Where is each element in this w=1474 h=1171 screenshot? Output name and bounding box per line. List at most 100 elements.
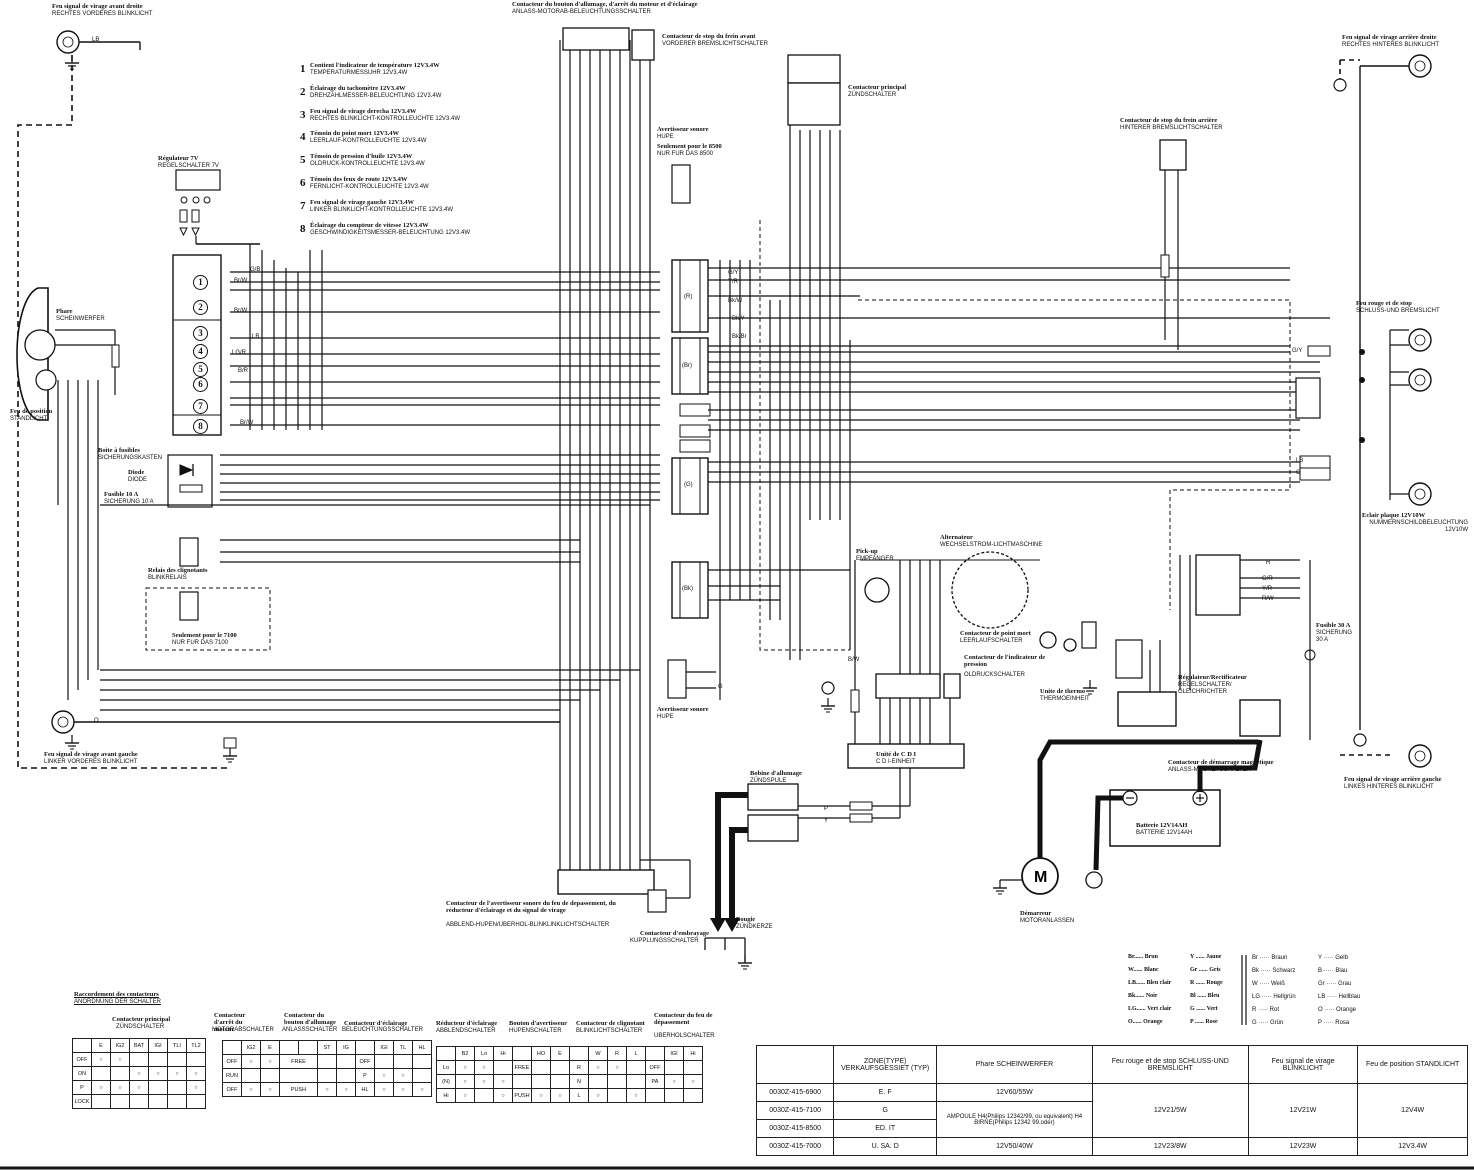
text-label: Feu de position STANDLICHT	[1357, 1045, 1468, 1084]
wire-label: LB	[1296, 458, 1304, 464]
instrument-num: 3	[300, 109, 306, 121]
regulator-7v	[175, 169, 221, 191]
text-label: IG	[336, 1040, 356, 1055]
text-label: G	[1190, 1006, 1195, 1012]
turn-fr-label-fr: Feu signal de virage avant droite	[52, 3, 143, 10]
text-label: Vert	[1206, 1006, 1218, 1012]
oil-label-fr: Contacteur de l'indicateur de pression	[964, 654, 1046, 668]
text-label: U. SA. D	[833, 1137, 938, 1156]
horn-lower	[667, 659, 687, 699]
headlight-label-fr: Phare	[56, 308, 73, 315]
diode-label-fr: Diode	[128, 469, 145, 476]
text-label: LOCK	[72, 1094, 92, 1109]
text-label: 0030Z-415-6900	[755, 1083, 835, 1102]
flasher-relay	[179, 537, 199, 567]
wire-label: P	[824, 806, 829, 812]
text-label: L	[569, 1088, 589, 1103]
horn-top-label-de: HUPE	[657, 134, 674, 140]
text-label: FREE	[512, 1060, 532, 1075]
text-label: Hi	[493, 1046, 513, 1061]
text-label: R	[1252, 1007, 1257, 1013]
bulb-spec-table: ZONE(TYPE) VERKAUFSGESSIET (TYP) Phare S…	[755, 1045, 1468, 1156]
text-label: PUSH	[279, 1082, 318, 1097]
cluster-bulb-7: 7	[193, 399, 208, 414]
text-label: P	[72, 1080, 92, 1095]
harness-rear	[708, 267, 1330, 601]
cdi-label-de: C D I-EINHEIT	[876, 759, 916, 765]
starter-label-fr: Démarreur	[1020, 910, 1052, 917]
table-title: MOTORABSCHALTER	[212, 1027, 274, 1033]
text-label: Hellblau	[1338, 994, 1361, 1000]
instrument-fr: Feu signal de virage derecha 12V3.4W	[310, 108, 417, 115]
fuse30-label-fr: Fusible 30 A	[1316, 622, 1351, 629]
text-label: N	[569, 1074, 589, 1089]
text-label: IG2	[241, 1040, 261, 1055]
text-label: R	[569, 1060, 589, 1075]
wire-label: LG/R	[232, 350, 247, 356]
text-label: 12V23/8W	[1091, 1137, 1249, 1156]
starter-relay-label-de: ANLASS-MAGNETSCHALTER	[1168, 767, 1251, 773]
text-label: 12V21W	[1247, 1083, 1359, 1138]
text-label: Y	[1190, 954, 1195, 960]
battery-negative-cable	[1093, 795, 1123, 871]
text-label: LB	[1318, 994, 1326, 1000]
table-title: Contacteur d'éclairage	[344, 1020, 408, 1027]
only8500-fr: Seulement pour le 8500	[657, 143, 722, 150]
front-brake-label-fr: Contacteur de stop du frein avant	[662, 33, 756, 40]
text-label: Phare SCHEINWERFER	[936, 1045, 1093, 1084]
switch-heading-de: ANORDNUNG DER SCHALTER	[74, 999, 161, 1005]
instrument-de: TEMPERATURMESSUHR 12V3.4W	[310, 70, 408, 76]
tail-stop-label-de: SCHLUSS-UND BREMSLICHT	[1356, 308, 1440, 314]
text-label: Blanc	[1143, 967, 1159, 973]
handlebar-switch-connector	[557, 869, 655, 895]
regrect-label-fr: Régulateur/Rectificateur	[1178, 674, 1247, 681]
instrument-num: 2	[300, 86, 306, 98]
table-title: HUPENSCHALTER	[509, 1028, 562, 1034]
table-title: UBERHOLSCHALTER	[654, 1033, 715, 1039]
instrument-num: 5	[300, 154, 306, 166]
rear-connectors	[1195, 554, 1241, 616]
text-label: 12V3.4W	[1357, 1137, 1468, 1156]
text-label: R	[607, 1046, 627, 1061]
wire-label: B/R	[238, 368, 249, 374]
text-label: O	[1128, 1019, 1133, 1025]
turn-fl-label-de: LINKER VORDERES BLINKLICHT	[44, 759, 138, 765]
coil-label-de: ZÜNDSPULE	[750, 778, 787, 784]
svg-text:M: M	[1034, 869, 1047, 886]
instrument-fr: Témoin des feux de route 12V3.4W	[310, 176, 408, 183]
text-label: PA	[645, 1074, 665, 1089]
switch-heading-fr: Raccordement des contacteurs	[74, 991, 159, 998]
only7100-fr: Seulement pour le 7100	[172, 632, 237, 639]
text-label: R	[1190, 980, 1195, 986]
instrument-num: 6	[300, 177, 306, 189]
turn-fr-label-de: RECHTES VORDERES BLINKLICHT	[52, 11, 153, 17]
wire-label: Bk/Br	[732, 334, 747, 340]
only8500-de: NUR FUR DAS 8500	[657, 151, 714, 157]
text-label: G	[1252, 1020, 1257, 1026]
text-label: Br	[1252, 955, 1258, 961]
fusebox-label-de: SICHERUNGSKASTEN	[98, 455, 163, 461]
text-label: Bleu clair	[1146, 980, 1172, 986]
wire-label: G/R	[1262, 576, 1273, 582]
text-label: Hellgrün	[1273, 994, 1296, 1000]
text-label: Gr	[1318, 981, 1325, 987]
flasher-label-fr: Relais des clignotants	[148, 567, 208, 574]
text-label: Rose	[1205, 1019, 1218, 1025]
regulator-rectifier	[1117, 691, 1177, 727]
text-label: 12V21/5W	[1091, 1083, 1249, 1138]
connector-G	[671, 457, 709, 515]
instrument-fr: Témoin du point mort 12V3.4W	[310, 130, 400, 137]
fuse30-label-de: SICHERUNG 30 A	[1316, 630, 1353, 643]
text-label: Y	[1318, 955, 1322, 961]
horn-low-label-de: HUPE	[657, 714, 674, 720]
instrument-fr: Contient l'indicateur de température 12V…	[310, 62, 440, 69]
turn-lamp-rear-right	[1408, 54, 1432, 78]
wire-label: Y/R	[728, 279, 739, 285]
text-label: 0030Z-415-8500	[755, 1119, 835, 1138]
main-switch-connector	[787, 54, 841, 84]
text-label: Hi	[436, 1088, 456, 1103]
text-label: 12V50/40W	[936, 1137, 1093, 1156]
text-label: IGI	[148, 1038, 168, 1053]
text-label: Bk	[1252, 968, 1260, 974]
